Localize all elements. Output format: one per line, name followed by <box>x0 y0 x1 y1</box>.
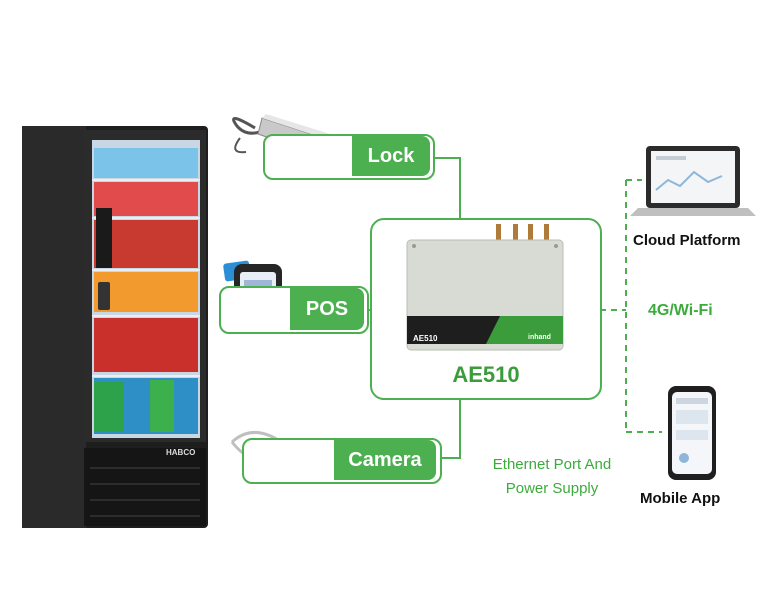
cloud-platform-label: Cloud Platform <box>633 232 741 249</box>
pos-label: POS <box>305 297 349 320</box>
laptop-icon <box>630 146 756 216</box>
pos-label-box: POS <box>290 288 364 330</box>
ae510-label: AE510 <box>452 362 520 387</box>
camera-label: Camera <box>348 448 422 471</box>
lock-connector <box>432 157 461 218</box>
ae510-node <box>370 218 602 400</box>
camera-connector <box>437 398 461 459</box>
lock-label: Lock <box>367 144 415 167</box>
ethernet-label: Ethernet Port And Power Supply <box>476 453 628 501</box>
lock-label-box: Lock <box>352 136 430 176</box>
device-panel-label: AE510 <box>413 334 438 343</box>
network-label: 4G/Wi-Fi <box>648 302 713 319</box>
device-brand-logo: inhand <box>528 334 551 341</box>
ethernet-label-line1: Ethernet Port And <box>492 456 612 473</box>
fridge-brand-label: HABCO <box>166 448 196 457</box>
wireless-lines <box>600 179 662 433</box>
phone-icon <box>668 386 716 480</box>
mobile-app-label: Mobile App <box>640 490 721 507</box>
vending-fridge <box>22 126 208 528</box>
camera-label-box: Camera <box>334 440 436 480</box>
ethernet-label-line2: Power Supply <box>505 480 599 497</box>
ae510-device <box>406 224 564 351</box>
